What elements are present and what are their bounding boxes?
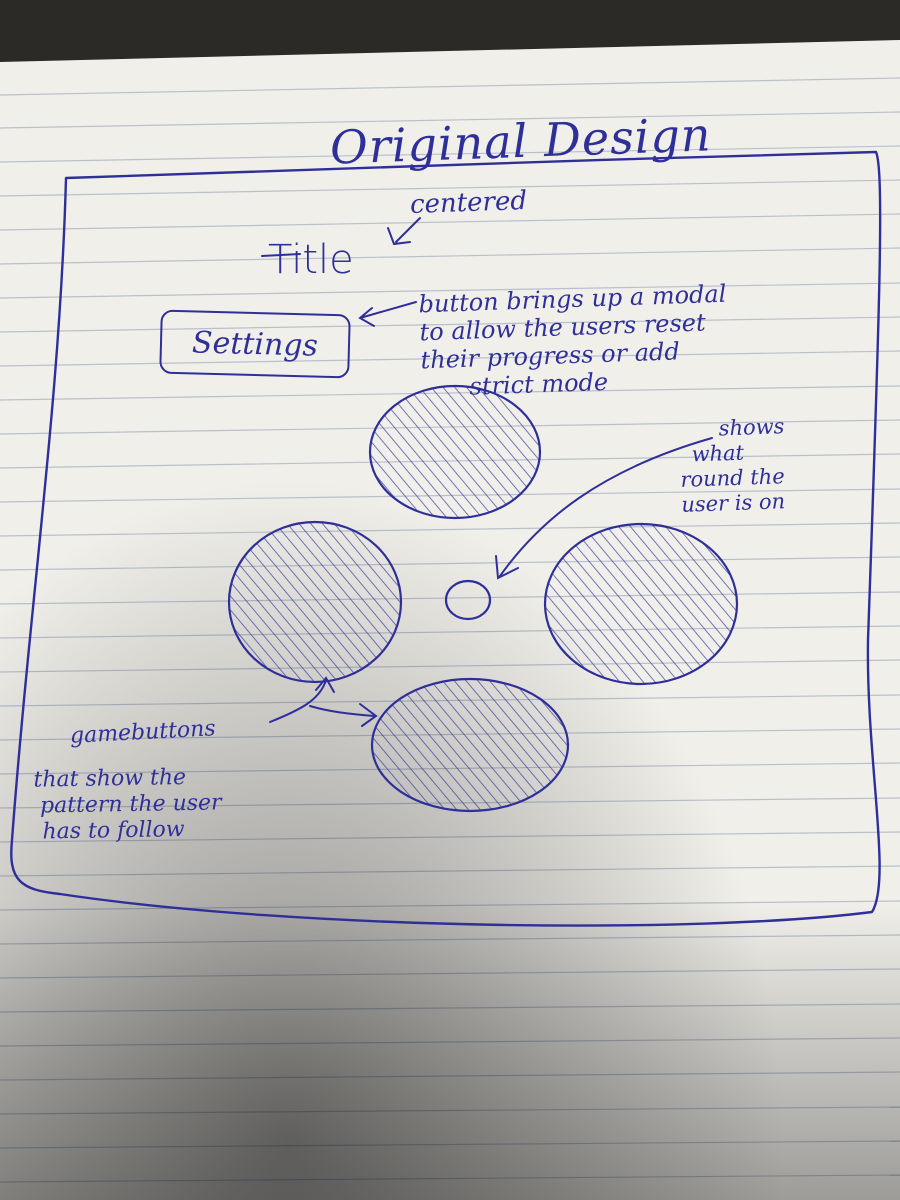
arrow-round (495, 437, 713, 580)
gamebuttons-note-line: has to follow (42, 817, 185, 845)
gamebuttons-note: that show the pattern the user has to fo… (33, 764, 222, 845)
title-placeholder: Title (268, 237, 354, 283)
arrow-settings (358, 301, 417, 327)
round-note-line: shows (718, 414, 785, 441)
settings-button[interactable]: Settings (159, 309, 351, 379)
game-button-left (227, 520, 403, 684)
settings-note: button brings up a modal to allow the us… (418, 280, 729, 401)
gamebuttons-note-line: pattern the user (39, 790, 222, 819)
round-note-line: round the (680, 464, 786, 492)
round-note-line: user is on (680, 489, 786, 517)
arrow-centered (387, 217, 421, 246)
title-underline (261, 253, 301, 257)
round-indicator (444, 579, 492, 621)
sketch-frame (10, 150, 882, 927)
game-button-bottom (370, 677, 570, 813)
round-note: shows what round the user is on (678, 414, 787, 517)
game-button-right (543, 522, 739, 686)
game-buttons (227, 384, 739, 813)
centered-note: centered (409, 185, 528, 221)
annotation-arrows (261, 217, 713, 727)
round-note-line: what (691, 440, 745, 467)
arrow-gamebutton-left (269, 676, 335, 723)
game-button-top (368, 384, 542, 520)
arrow-gamebutton-bottom (309, 703, 378, 727)
sketch-heading: Original Design (329, 107, 713, 175)
bottom-shadow (0, 900, 900, 1200)
gamebuttons-note-line: that show the (33, 764, 187, 793)
